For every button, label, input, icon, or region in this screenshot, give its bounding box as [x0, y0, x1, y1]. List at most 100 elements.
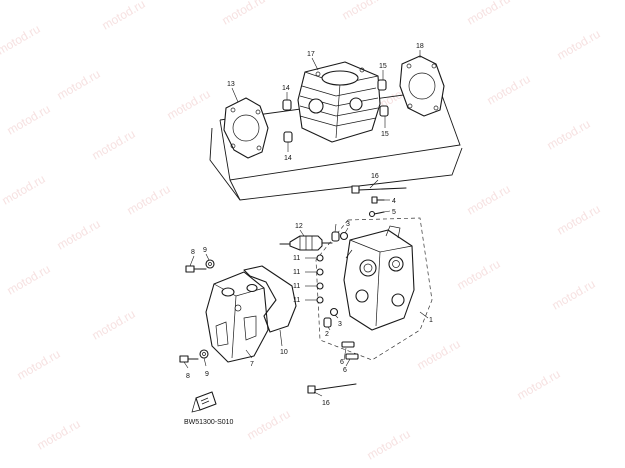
- callout-17: 17: [307, 51, 315, 58]
- watermark: motod.ru: [0, 22, 43, 58]
- callout-3: 3: [338, 321, 342, 328]
- watermark: motod.ru: [55, 217, 103, 253]
- watermark: motod.ru: [90, 307, 138, 343]
- callout-numbers: 1 2 3 3 4 5 6 6 7 8 8 9 9 10 11 11 11 11…: [186, 43, 433, 407]
- front-direction-arrow: [191, 391, 217, 413]
- bushing: [331, 231, 340, 242]
- callout-18: 18: [416, 43, 424, 50]
- callout-6: 6: [340, 359, 344, 366]
- callout-8: 8: [186, 373, 190, 380]
- nut: [316, 282, 324, 290]
- stud-bolt-head: [351, 185, 360, 194]
- head-cover-group: [179, 253, 297, 413]
- cylinder: [297, 61, 381, 143]
- cover-bolt: [179, 355, 199, 363]
- watermark-layer: motod.ru motod.ru motod.ru motod.ru moto…: [0, 0, 603, 463]
- leader-line: [344, 227, 349, 234]
- watermark: motod.ru: [515, 367, 563, 403]
- callout-5: 5: [392, 209, 396, 216]
- callout-13: 13: [227, 81, 235, 88]
- callout-4: 4: [392, 198, 396, 205]
- callout-1: 1: [429, 317, 433, 324]
- bushing: [323, 317, 332, 328]
- leader-line: [383, 210, 391, 213]
- callout-10: 10: [280, 349, 288, 356]
- callout-2: 2: [325, 331, 329, 338]
- watermark: motod.ru: [5, 262, 53, 298]
- nut: [316, 296, 324, 304]
- leader-line: [313, 391, 323, 397]
- watermark: motod.ru: [100, 0, 148, 33]
- leader-line: [279, 329, 283, 347]
- callout-6: 6: [343, 367, 347, 374]
- callout-12: 12: [295, 223, 303, 230]
- cover-bolt: [185, 265, 207, 273]
- leader-line: [334, 223, 337, 233]
- leader-line: [189, 255, 195, 267]
- dowel-pin: [282, 99, 292, 111]
- leader-line: [419, 311, 429, 319]
- dowel-pin: [377, 79, 387, 91]
- callout-9: 9: [203, 247, 207, 254]
- small-bolt: [373, 211, 385, 215]
- watermark: motod.ru: [90, 127, 138, 163]
- watermark: motod.ru: [15, 347, 63, 383]
- callout-15: 15: [381, 131, 389, 138]
- watermark: motod.ru: [455, 257, 503, 293]
- watermark: motod.ru: [0, 172, 48, 208]
- callout-7: 7: [250, 361, 254, 368]
- leader-line: [203, 357, 207, 367]
- cylinder-head-cover: [205, 271, 269, 363]
- leader-line: [183, 361, 189, 369]
- diagram-code: BW51300-S010: [184, 419, 234, 426]
- watermark: motod.ru: [465, 182, 513, 218]
- small-bolt-head: [371, 196, 378, 204]
- watermark: motod.ru: [555, 27, 603, 63]
- cylinder-group: [209, 50, 463, 201]
- head-gasket: [399, 55, 445, 117]
- watermark: motod.ru: [35, 417, 83, 453]
- watermark: motod.ru: [555, 202, 603, 238]
- leader-line: [369, 179, 379, 189]
- cylinder-head: [343, 225, 415, 331]
- watermark: motod.ru: [125, 182, 173, 218]
- base-gasket: [223, 97, 269, 159]
- callout-11: 11: [293, 255, 300, 262]
- callout-11: 11: [293, 283, 300, 290]
- spark-plug: [279, 235, 333, 251]
- stud: [345, 353, 359, 360]
- watermark: motod.ru: [220, 0, 268, 28]
- callout-16: 16: [322, 400, 330, 407]
- leader-line: [245, 349, 253, 359]
- watermark: motod.ru: [415, 337, 463, 373]
- watermark: motod.ru: [485, 72, 533, 108]
- leader-line: [311, 57, 319, 71]
- stud-bolt: [313, 383, 357, 391]
- washer: [205, 259, 215, 269]
- leader-line: [345, 358, 351, 367]
- callout-11: 11: [293, 297, 300, 304]
- dowel-pin: [379, 105, 389, 117]
- watermark: motod.ru: [550, 277, 598, 313]
- watermark: motod.ru: [245, 407, 293, 443]
- stud: [341, 341, 355, 348]
- cover-gasket: [243, 265, 297, 333]
- washer: [368, 210, 376, 218]
- nut: [316, 254, 324, 262]
- callout-14: 14: [284, 155, 292, 162]
- callout-14: 14: [282, 85, 290, 92]
- callout-8: 8: [191, 249, 195, 256]
- washer-hole: [208, 262, 212, 266]
- o-ring: [329, 307, 339, 317]
- washer: [199, 349, 209, 359]
- nut: [316, 268, 324, 276]
- cylinder-head-group: [279, 179, 433, 397]
- watermark: motod.ru: [340, 0, 388, 23]
- watermark: motod.ru: [165, 87, 213, 123]
- callout-15: 15: [379, 63, 387, 70]
- dowel-pin: [283, 131, 293, 143]
- leader-line: [231, 87, 239, 103]
- leader-line: [299, 229, 305, 237]
- callout-3: 3: [346, 221, 350, 228]
